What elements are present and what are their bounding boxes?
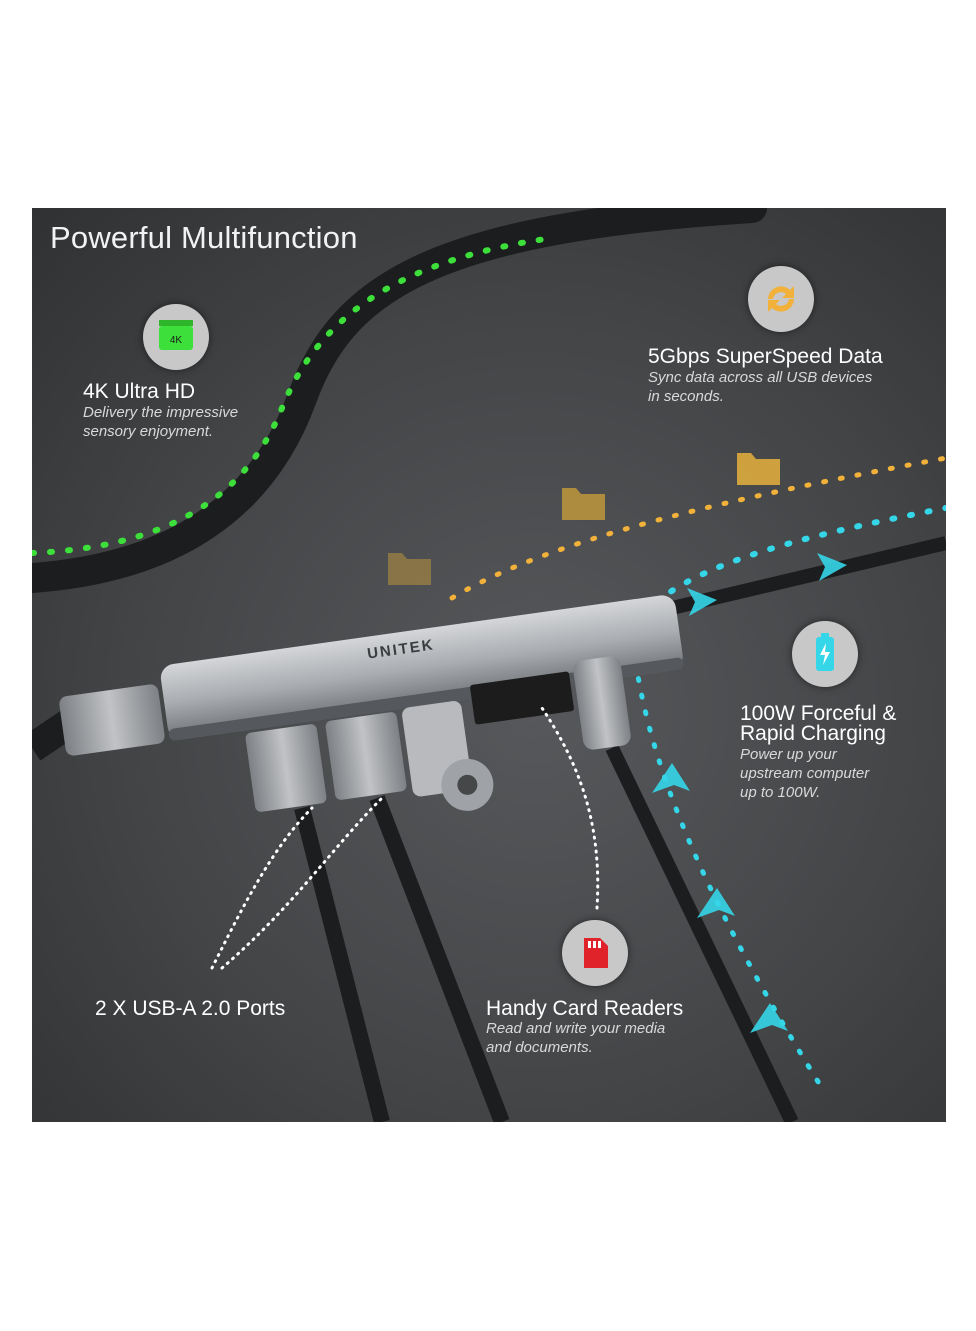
arrow-up-icon <box>697 888 735 918</box>
usb-a-plug-2 <box>325 712 407 800</box>
4k-video-icon: 4K <box>143 304 209 370</box>
usb-c-cable <box>605 744 799 1122</box>
feature-title-data: 5Gbps SuperSpeed Data <box>648 345 883 368</box>
feature-desc-data-2: in seconds. <box>648 388 724 405</box>
folder-icon <box>737 453 780 485</box>
input-plug <box>59 684 165 756</box>
feature-desc-charging-3: up to 100W. <box>740 784 821 801</box>
feature-title-usb: 2 X USB-A 2.0 Ports <box>95 997 286 1020</box>
feature-title-charging-2: Rapid Charging <box>740 722 886 745</box>
feature-desc-charging-2: upstream computer <box>740 765 870 782</box>
green-data-stream <box>32 235 555 556</box>
folder-icon <box>388 553 431 585</box>
yellow-data-stream <box>449 455 946 601</box>
micro-sd-card <box>470 671 574 725</box>
folder-icon <box>562 488 605 520</box>
arrow-right-icon <box>817 553 847 581</box>
feature-desc-4k-2: sensory enjoyment. <box>83 423 214 440</box>
battery-charging-icon <box>792 621 858 687</box>
usb-pointer-line <box>210 806 314 970</box>
usb-cable-1 <box>294 806 390 1122</box>
svg-text:4K: 4K <box>170 335 183 346</box>
card-pointer-line <box>540 706 600 910</box>
sd-card-icon <box>562 920 628 986</box>
feature-desc-data-1: Sync data across all USB devices <box>648 369 873 386</box>
feature-title-4k: 4K Ultra HD <box>83 380 196 403</box>
sync-arrows-icon <box>748 266 814 332</box>
arrow-up-icon <box>750 1003 788 1033</box>
feature-title-charging-1: 100W Forceful & <box>740 702 897 725</box>
scene-illustration <box>32 208 946 1122</box>
feature-desc-card-1: Read and write your media <box>486 1020 666 1037</box>
feature-desc-charging-1: Power up your <box>740 746 837 763</box>
usb-a-plug-1 <box>245 724 327 812</box>
usb-pointer-line-2 <box>220 796 384 970</box>
feature-title-card: Handy Card Readers <box>486 997 684 1020</box>
output-cable-right <box>670 536 946 615</box>
page-title: Powerful Multifunction <box>50 220 358 255</box>
arrow-right-icon <box>687 588 717 616</box>
flash-drive <box>402 700 494 811</box>
arrow-up-icon <box>652 763 690 793</box>
product-scene: Powerful Multifunction 4K 4K Ultra HD De… <box>32 208 946 1122</box>
usb-c-plug <box>573 656 631 750</box>
upstream-cable <box>32 208 767 593</box>
feature-desc-4k-1: Delivery the impressive <box>83 404 239 421</box>
usb-cable-2 <box>369 795 510 1122</box>
feature-desc-card-2: and documents. <box>486 1039 593 1056</box>
